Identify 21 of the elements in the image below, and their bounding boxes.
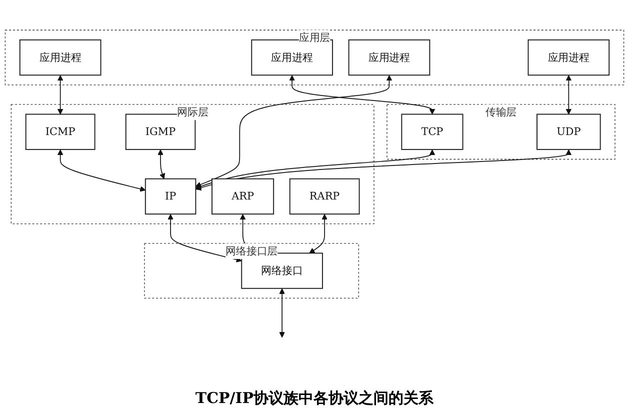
arrow <box>158 149 166 180</box>
node-box: ARP <box>212 178 274 215</box>
node-box: RARP <box>289 178 360 215</box>
arrow <box>168 214 242 262</box>
node-box: 应用进程 <box>528 39 610 76</box>
node-box: TCP <box>401 114 464 150</box>
node-box: 应用进程 <box>19 39 102 76</box>
arrow <box>57 75 64 115</box>
arrow <box>195 75 392 188</box>
arrow <box>309 214 328 254</box>
arrow <box>289 75 436 115</box>
arrow <box>195 149 436 190</box>
caption: TCP/IP协议族中各协议之间的关系 <box>195 388 434 409</box>
arrow <box>57 149 146 192</box>
arrow <box>279 288 285 338</box>
arrow <box>195 149 572 191</box>
node-box: UDP <box>536 114 601 150</box>
node-box: 应用进程 <box>348 39 430 76</box>
node-box: IP <box>144 178 196 215</box>
arrow <box>566 75 572 115</box>
node-box: ICMP <box>25 114 96 150</box>
